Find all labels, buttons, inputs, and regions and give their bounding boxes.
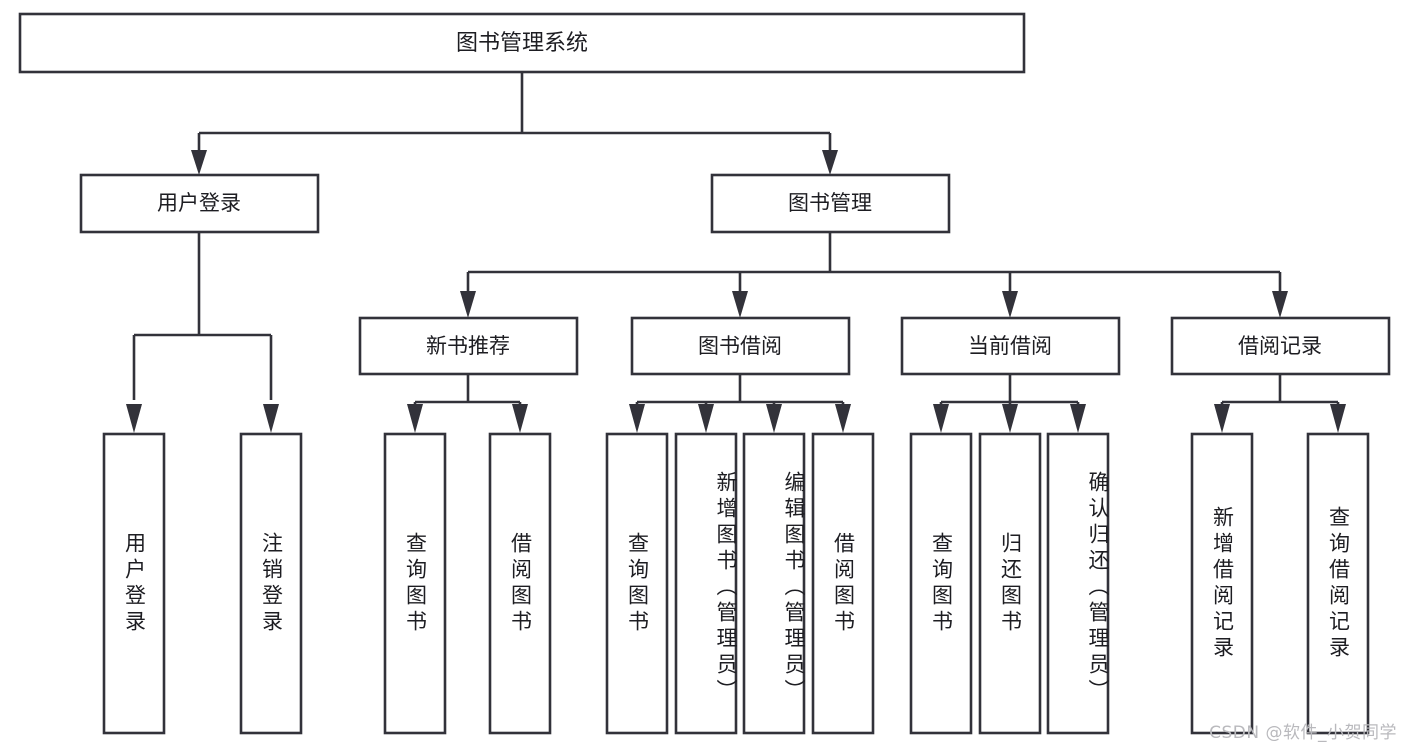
node-new-book-recommend[interactable]: 新书推荐 <box>358 316 579 376</box>
node-book-borrow-box[interactable] <box>630 316 851 376</box>
leaf-user-login-box[interactable] <box>102 432 166 735</box>
arrow-to-leaf-query-record <box>1330 404 1346 433</box>
leaf-query-record-box[interactable] <box>1306 432 1370 735</box>
node-book-manage-box[interactable] <box>710 173 951 234</box>
leaf-edit-book-box[interactable] <box>742 432 806 735</box>
node-borrow-record-box[interactable] <box>1170 316 1391 376</box>
arrow-to-leaf-query-book-1 <box>407 404 423 433</box>
arrow-to-leaf-borrow-book-2 <box>835 404 851 433</box>
arrow-to-leaf-add-book <box>698 404 714 433</box>
arrow-root-to-book-manage <box>822 150 838 175</box>
leaf-add-book-box[interactable] <box>674 432 738 735</box>
leaf-boxes <box>102 432 1370 735</box>
arrow-to-leaf-confirm-return <box>1070 404 1086 433</box>
leaf-return-book-box[interactable] <box>978 432 1042 735</box>
leaf-borrow-book-1-box[interactable] <box>488 432 552 735</box>
node-borrow-record[interactable]: 借阅记录 <box>1170 316 1391 376</box>
arrow-to-leaf-edit-book <box>766 404 782 433</box>
leaf-query-book-3-box[interactable] <box>909 432 973 735</box>
arrow-to-leaf-return-book <box>1002 404 1018 433</box>
arrow-to-new-book-recommend <box>460 291 476 318</box>
leaf-add-record-box[interactable] <box>1190 432 1254 735</box>
arrow-to-book-borrow <box>732 291 748 318</box>
node-current-borrow-box[interactable] <box>900 316 1121 376</box>
arrow-to-leaf-user-login <box>126 404 142 433</box>
node-root-box[interactable] <box>18 12 1026 74</box>
leaf-query-book-1-box[interactable] <box>383 432 447 735</box>
node-book-borrow-label: 图书借阅 <box>698 334 782 358</box>
arrow-to-leaf-add-record <box>1214 404 1230 433</box>
node-root-label: 图书管理系统 <box>456 31 588 56</box>
node-user-login-box[interactable] <box>79 173 320 234</box>
leaf-borrow-book-2-box[interactable] <box>811 432 875 735</box>
node-book-manage-label: 图书管理 <box>788 191 872 215</box>
arrow-to-leaf-user-logout <box>263 404 279 433</box>
arrow-root-to-user-login <box>191 150 207 175</box>
arrow-to-leaf-query-book-3 <box>933 404 949 433</box>
watermark: CSDN @软件_小贺同学 <box>1209 723 1397 743</box>
node-user-login-label: 用户登录 <box>157 191 241 215</box>
leaf-confirm-return-box[interactable] <box>1046 432 1110 735</box>
node-user-login[interactable]: 用户登录 <box>79 173 320 234</box>
node-book-borrow[interactable]: 图书借阅 <box>630 316 851 376</box>
node-current-borrow-label: 当前借阅 <box>968 334 1052 358</box>
node-book-manage[interactable]: 图书管理 <box>710 173 951 234</box>
arrow-to-leaf-borrow-book-1 <box>512 404 528 433</box>
leaf-user-logout-box[interactable] <box>239 432 303 735</box>
node-new-book-recommend-label: 新书推荐 <box>426 334 510 358</box>
node-current-borrow[interactable]: 当前借阅 <box>900 316 1121 376</box>
arrow-to-current-borrow <box>1002 291 1018 318</box>
arrow-to-leaf-query-book-2 <box>629 404 645 433</box>
leaf-query-book-2-box[interactable] <box>605 432 669 735</box>
arrow-to-borrow-record <box>1272 291 1288 318</box>
node-root[interactable]: 图书管理系统 <box>18 12 1026 74</box>
node-new-book-recommend-box[interactable] <box>358 316 579 376</box>
node-borrow-record-label: 借阅记录 <box>1238 334 1322 358</box>
connector-group <box>126 72 1346 433</box>
